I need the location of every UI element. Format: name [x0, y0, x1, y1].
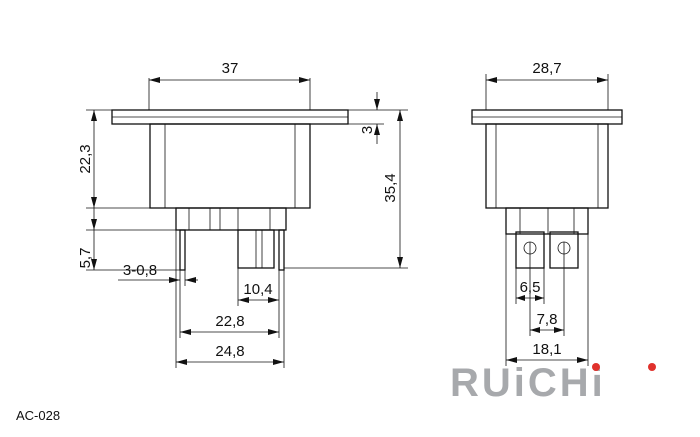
- front-view: 37 22,3 5,7 3: [77, 60, 408, 368]
- dim-height-body: 22,3: [77, 109, 150, 209]
- dim-pin-span-a: 22,8: [179, 286, 280, 338]
- dim-overall-width: 37: [148, 60, 311, 110]
- label-height-body: 22,3: [77, 144, 94, 173]
- dim-pin-span-b: 24,8: [175, 230, 285, 368]
- front-pin-right: [278, 229, 285, 271]
- brand-logo-dot-1: [592, 363, 600, 371]
- dim-pin-height: 5,7: [77, 208, 180, 271]
- label-side-width: 28,7: [532, 60, 561, 77]
- front-lower-block: [175, 207, 287, 231]
- label-terminal-pitch-b: 7,8: [537, 311, 558, 328]
- dim-total-height: 35,4: [284, 109, 408, 269]
- model-label: AC-028: [16, 408, 60, 423]
- label-pin-span-a: 22,8: [215, 313, 244, 330]
- side-view: 28,7 6,5 7,8 18,1: [471, 60, 623, 366]
- front-pin-left: [179, 229, 186, 271]
- label-total-height: 35,4: [382, 173, 399, 202]
- label-pin-height: 5,7: [77, 248, 94, 269]
- brand-logo-dot-2: [648, 363, 656, 371]
- label-pin-span-b: 24,8: [215, 343, 244, 360]
- label-pin-thickness: 3-0,8: [123, 262, 157, 279]
- label-flange-thickness: 3: [359, 126, 376, 134]
- dim-terminal-pitch-b: 7,8: [529, 254, 565, 336]
- label-overall-width: 37: [222, 60, 239, 77]
- side-body: [485, 123, 609, 209]
- dim-pin-thickness: 3-0,8: [118, 262, 198, 286]
- front-body: [149, 123, 311, 209]
- dim-pin-width-a: 10,4: [237, 268, 280, 306]
- side-lower-block: [505, 207, 589, 235]
- brand-logo-text: RUiCHi: [450, 361, 606, 405]
- dim-terminal-span: 18,1: [505, 234, 589, 366]
- label-pin-width-a: 10,4: [243, 281, 272, 298]
- label-terminal-span: 18,1: [532, 341, 561, 358]
- dim-side-width: 28,7: [485, 60, 609, 110]
- brand-logo: RUiCHi: [450, 361, 656, 405]
- dim-flange-thickness: 3: [348, 92, 384, 144]
